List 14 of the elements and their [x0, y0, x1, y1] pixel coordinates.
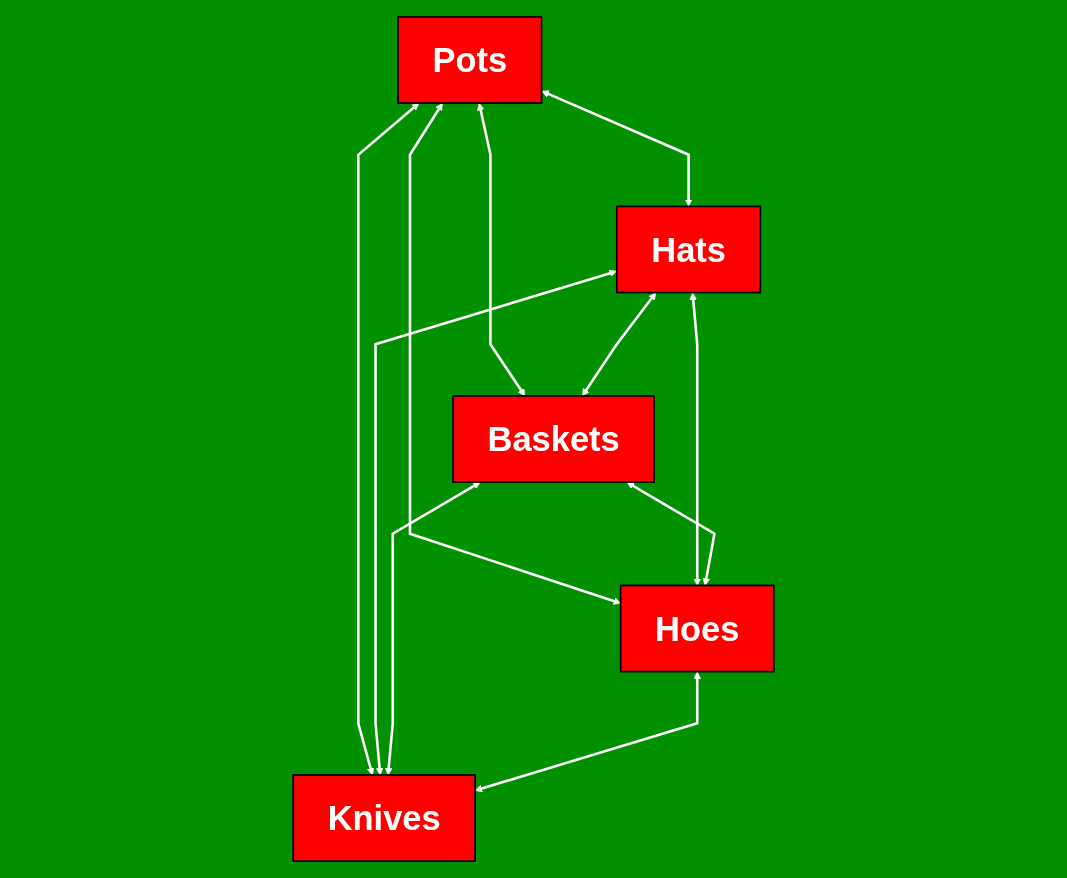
node-box: Knives: [292, 774, 476, 862]
node-box: Hoes: [619, 584, 775, 673]
arrow: [582, 292, 657, 397]
arrow: [374, 269, 617, 776]
node-box: Hats: [615, 205, 762, 294]
node-box: Baskets: [452, 395, 655, 483]
arrow: [626, 481, 716, 586]
arrow: [477, 103, 526, 397]
arrow: [541, 90, 693, 207]
arrow: [384, 481, 481, 776]
arrow: [357, 102, 420, 776]
arrow: [689, 292, 701, 586]
arrow: [408, 103, 621, 605]
node-box: Pots: [397, 16, 543, 104]
